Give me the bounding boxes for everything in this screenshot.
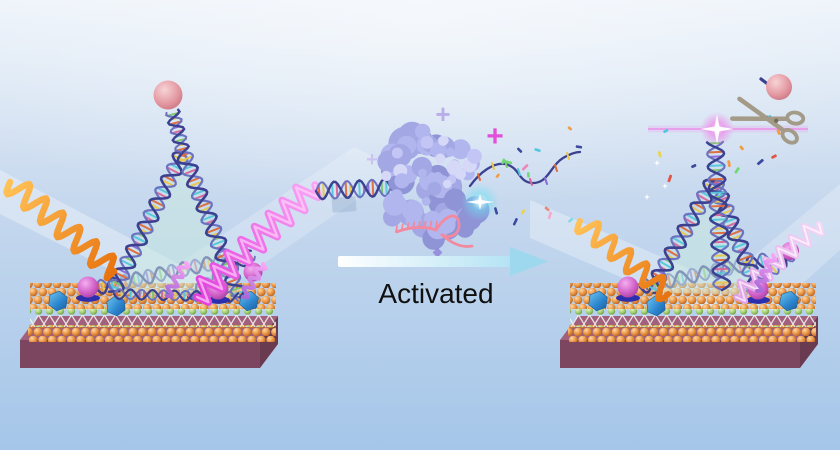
fragment-diamond xyxy=(432,247,443,258)
right-platform xyxy=(559,282,819,369)
left-signal-wave xyxy=(193,181,323,306)
center-activation: + + + Activated xyxy=(314,99,583,309)
sparkles xyxy=(643,159,669,201)
right-sensor xyxy=(530,74,840,369)
cleaved-ssdna xyxy=(468,150,582,188)
plus-icons: + + + xyxy=(366,99,504,171)
left-hairpin-dna xyxy=(165,108,191,154)
arrow-head xyxy=(510,247,548,276)
arrow-shaft xyxy=(338,256,510,267)
right-incident-wave xyxy=(574,218,671,303)
svg-text:+: + xyxy=(486,120,504,153)
activation-glow xyxy=(461,183,499,221)
activation-arrow xyxy=(338,247,548,276)
released-reporter xyxy=(759,74,792,100)
svg-text:+: + xyxy=(435,99,450,129)
cas-protein-top xyxy=(381,135,482,206)
scissors-icon xyxy=(730,96,806,145)
released-reporter-sphere xyxy=(766,74,792,100)
left-reporter-sphere xyxy=(153,80,183,110)
activated-label: Activated xyxy=(378,278,493,309)
crrna xyxy=(395,214,474,248)
left-sensor xyxy=(0,80,400,369)
left-incident-wave xyxy=(3,178,118,282)
left-surface-squiggles xyxy=(165,261,268,300)
ghost-square xyxy=(331,196,357,213)
right-surface-squiggles xyxy=(754,253,778,293)
confetti-center xyxy=(494,126,583,234)
svg-text:+: + xyxy=(366,149,378,171)
right-signal-wave xyxy=(733,221,825,304)
